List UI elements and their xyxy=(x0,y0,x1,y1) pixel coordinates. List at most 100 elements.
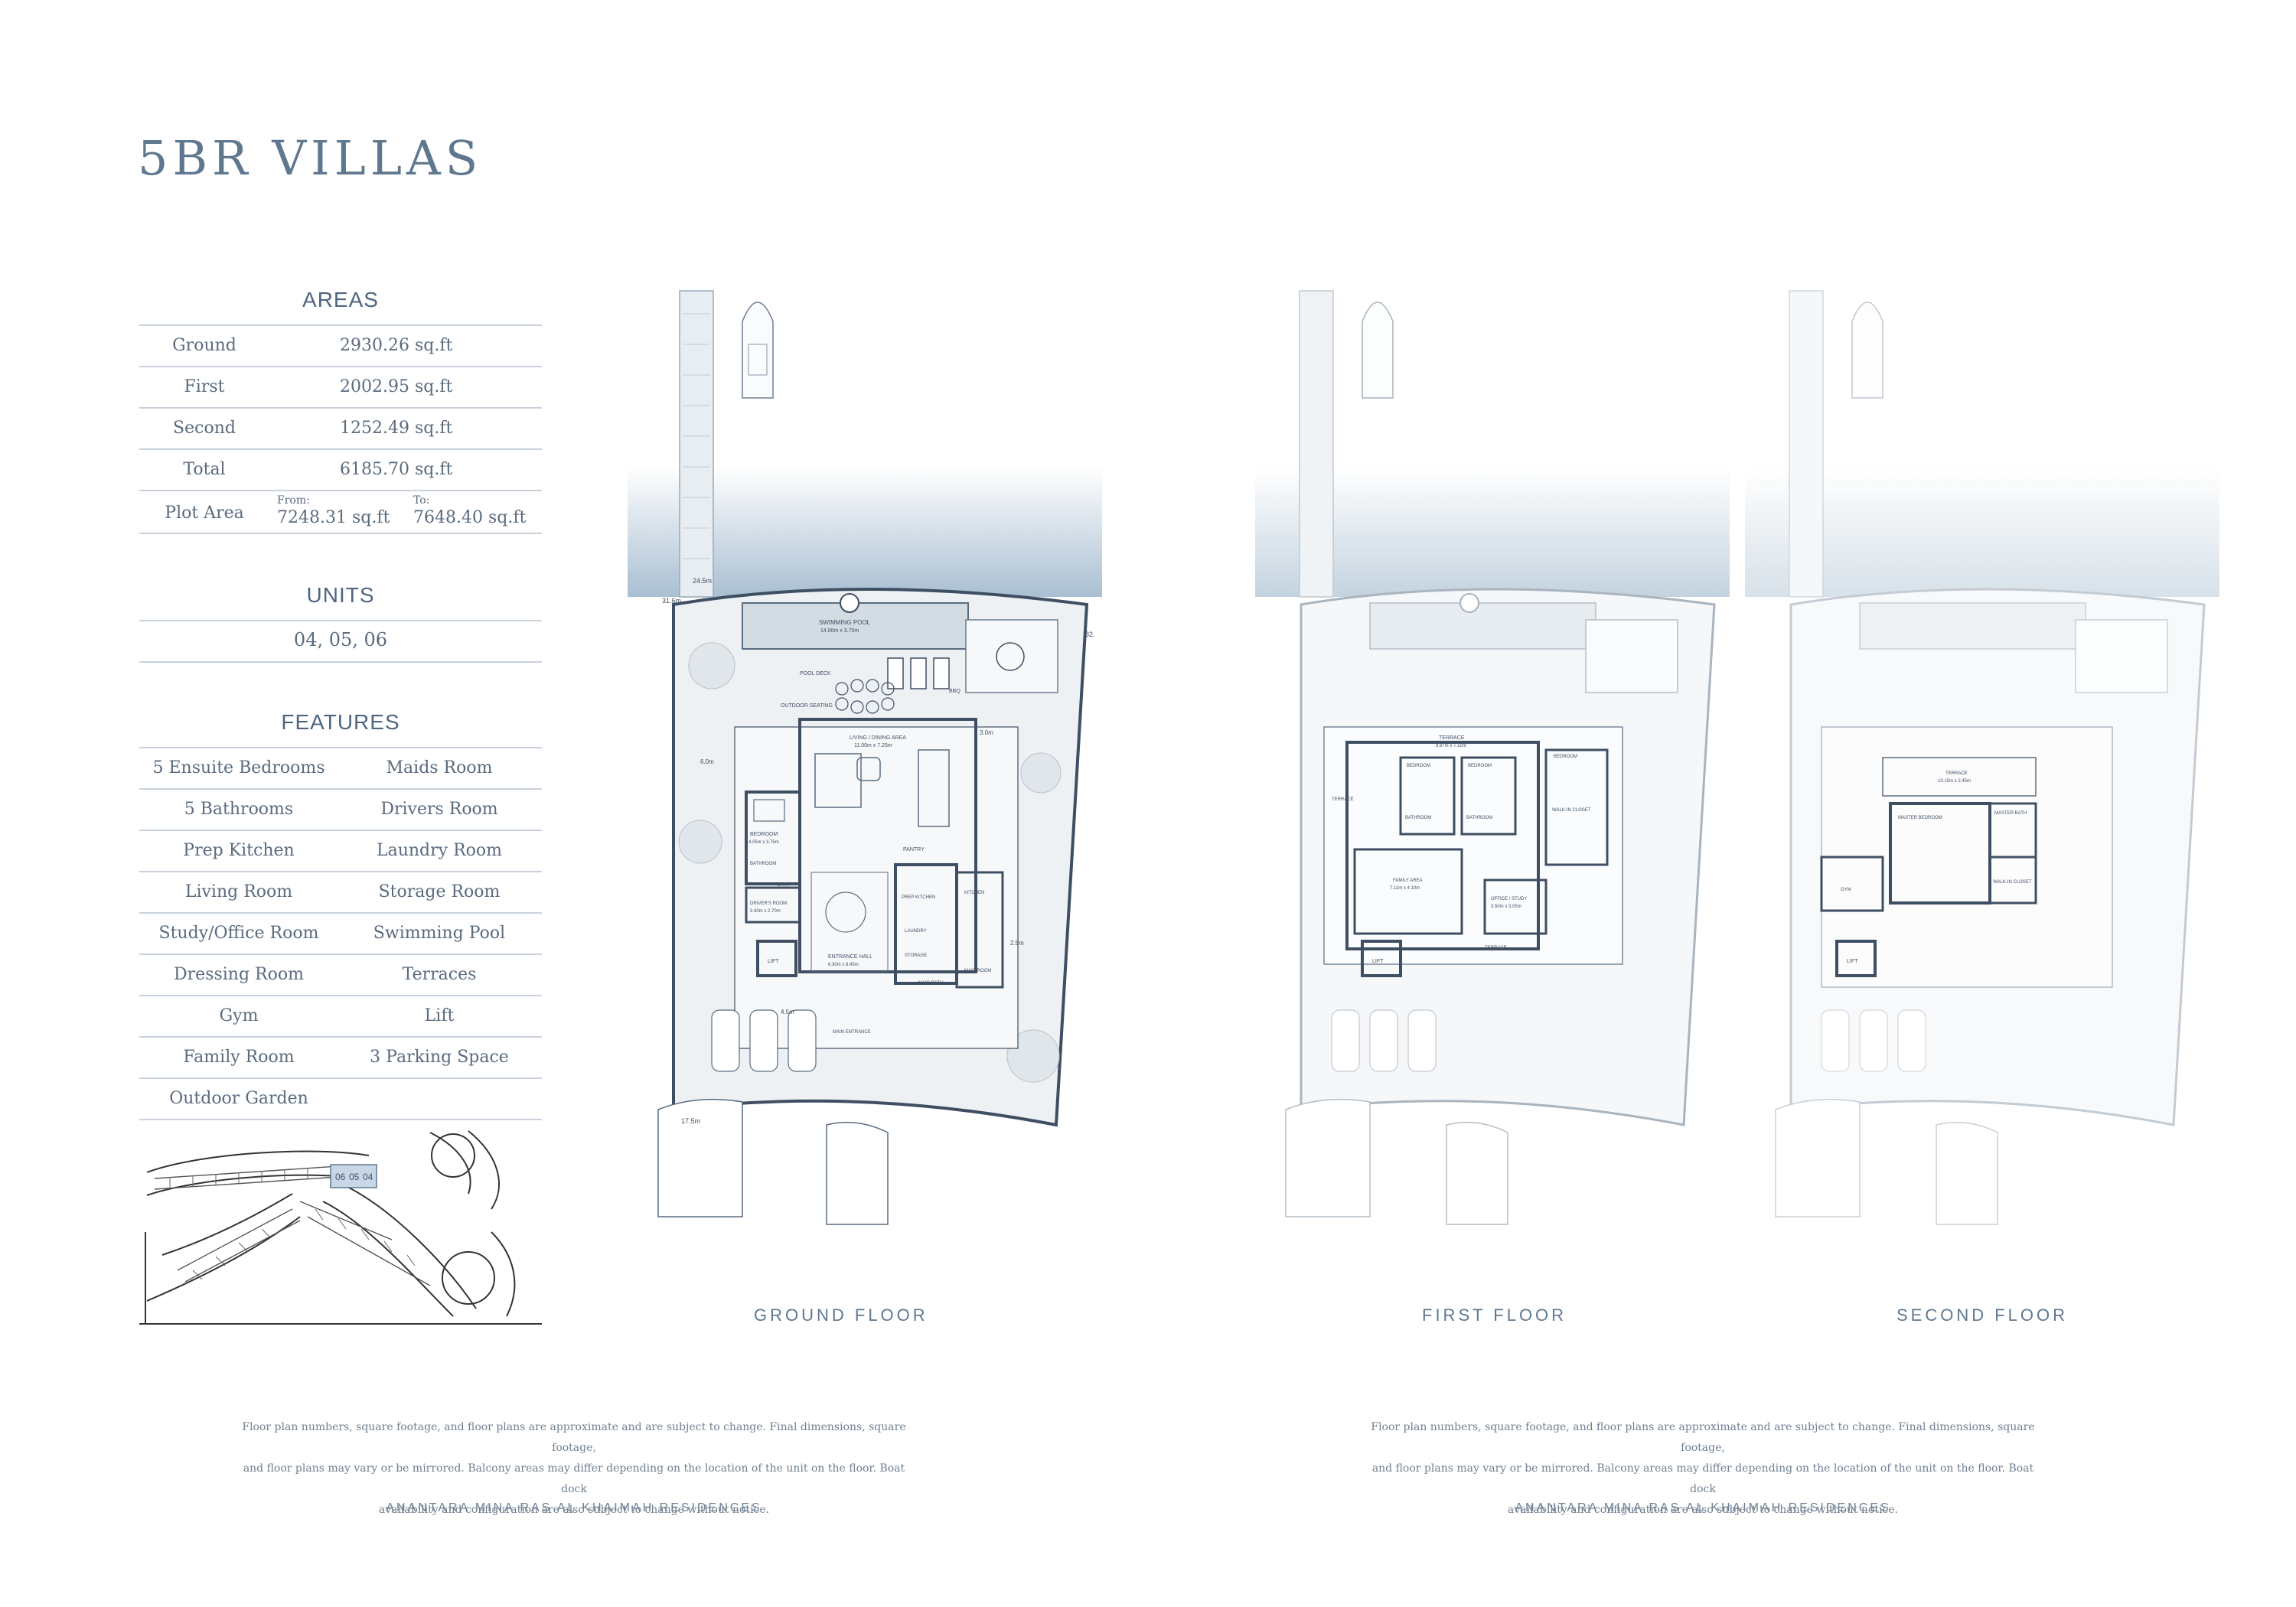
dimension-label: 6.0m xyxy=(700,758,714,765)
room-label: OUTDOOR SEATING xyxy=(781,703,833,709)
feature-item: Terraces xyxy=(402,965,477,984)
room-label: KITCHEN xyxy=(964,891,984,895)
room-label: MASTER BATH xyxy=(1994,811,2027,816)
feature-item: Gym xyxy=(219,1006,259,1025)
dimension-label: 3.0m xyxy=(980,729,993,736)
room-label: TERRACE xyxy=(1439,735,1465,741)
feature-item: Maids Room xyxy=(386,758,493,777)
plot-from-value: 7248.31 sq.ft xyxy=(277,508,390,527)
room-dim: 3.40m x 2.70m xyxy=(750,909,781,914)
room-dim: 10.15m x 2.45m xyxy=(1938,779,1971,784)
boat-icon xyxy=(742,302,774,399)
feature-row: Outdoor Garden xyxy=(139,1079,542,1120)
room-label: PANTRY xyxy=(903,847,925,852)
room-label: TERRACE xyxy=(1945,771,1968,776)
boat-icon xyxy=(1851,302,1883,399)
room-label: LIFT xyxy=(1847,959,1858,964)
boat-dock xyxy=(679,290,714,598)
area-label: Total xyxy=(183,460,226,479)
disclaimer-left: Floor plan numbers, square footage, and … xyxy=(230,1417,918,1521)
feature-item: Family Room xyxy=(183,1048,295,1067)
area-label: First xyxy=(184,377,225,396)
area-value: 6185.70 sq.ft xyxy=(340,460,453,479)
ground-floor-label: GROUND FLOOR xyxy=(754,1305,928,1325)
feature-item: Lift xyxy=(424,1006,455,1025)
keyplan-unit-label: 06 xyxy=(335,1172,346,1182)
disclaimer-line: availability and configuration are also … xyxy=(1507,1504,1899,1516)
feature-row: 5 Ensuite Bedrooms Maids Room xyxy=(139,748,542,790)
disclaimer-line: Floor plan numbers, square footage, and … xyxy=(1371,1421,2035,1454)
room-label: BEDROOM xyxy=(1554,755,1577,759)
room-label: DRIVER'S ROOM xyxy=(750,901,787,906)
disclaimer-line: Floor plan numbers, square footage, and … xyxy=(242,1421,906,1454)
keyplan-unit-label: 04 xyxy=(363,1172,373,1182)
plot-to-value: 7648.40 sq.ft xyxy=(413,508,527,527)
room-label: TERRACE xyxy=(1485,946,1507,950)
dimension-label: 32. xyxy=(1085,631,1095,638)
area-row-plot: Plot Area From: 7248.31 sq.ft To: 7648.4… xyxy=(139,491,542,534)
disclaimer-line: and floor plans may vary or be mirrored.… xyxy=(243,1462,905,1495)
room-label: LIVING / DINING AREA xyxy=(850,735,906,741)
room-dim: 4.05m x 3.75m xyxy=(748,840,779,845)
feature-item: Swimming Pool xyxy=(373,924,506,943)
ground-floor-plan: SWIMMING POOL 14.00m x 3.70m BBQ POOL DE… xyxy=(628,290,1102,1225)
keyplan-unit-label: 05 xyxy=(349,1172,360,1182)
dimension-label: 2.5m xyxy=(1010,940,1024,947)
boat-icon xyxy=(1362,302,1394,399)
disclaimer-right: Floor plan numbers, square footage, and … xyxy=(1358,1417,2047,1521)
room-label: TERRACE xyxy=(1332,797,1354,802)
areas-top-rule xyxy=(139,324,542,326)
room-label: BATH xyxy=(778,883,790,888)
area-row-second: Second 1252.49 sq.ft xyxy=(139,409,542,450)
feature-item: 3 Parking Space xyxy=(370,1048,509,1067)
units-value: 04, 05, 06 xyxy=(293,629,388,650)
room-label: ENTRANCE HALL xyxy=(828,954,872,960)
room-label: LIFT xyxy=(1372,959,1384,964)
disclaimer-line: availability and configuration are also … xyxy=(378,1504,770,1516)
feature-item: Outdoor Garden xyxy=(169,1089,308,1108)
key-plan-map: 06 05 04 xyxy=(139,1130,542,1325)
plot-label: Plot Area xyxy=(165,504,244,523)
feature-item: Storage Room xyxy=(378,882,501,901)
room-label: WALK-IN CLOSET xyxy=(1552,808,1591,813)
plot-from-label: From: xyxy=(277,494,310,507)
room-label: MAIN ENTRANCE xyxy=(833,1030,871,1035)
room-label: LAUNDRY xyxy=(905,929,927,934)
area-value: 2930.26 sq.ft xyxy=(340,336,453,355)
feature-row: Dressing Room Terraces xyxy=(139,955,542,996)
room-label: LIFT xyxy=(768,959,779,964)
dimension-label: 24.5m xyxy=(693,577,712,585)
second-floor-plan: TERRACE 10.15m x 2.45m MASTER BEDROOM MA… xyxy=(1745,290,2219,1225)
room-label: MAID BATH xyxy=(918,981,943,986)
room-dim: 7.11m x 4.10m xyxy=(1390,886,1420,891)
dimension-label: 4.5m xyxy=(781,1009,794,1015)
second-floor-label: SECOND FLOOR xyxy=(1896,1305,2069,1325)
room-label: MASTER BEDROOM xyxy=(1898,816,1942,820)
room-label: BBQ xyxy=(949,689,960,694)
room-label: OFFICE / STUDY xyxy=(1491,897,1527,901)
highlighted-units xyxy=(330,1164,377,1188)
feature-item: Study/Office Room xyxy=(158,924,319,943)
room-label: FAMILY AREA xyxy=(1393,878,1422,883)
area-value: 2002.95 sq.ft xyxy=(340,377,453,396)
features-top-rule xyxy=(139,747,542,748)
room-label: PREP KITCHEN xyxy=(902,895,935,900)
room-label: BATHROOM xyxy=(750,862,776,866)
feature-item: 5 Ensuite Bedrooms xyxy=(152,758,325,777)
dimension-label: 31.6m xyxy=(662,597,681,605)
room-label: MAID ROOM xyxy=(964,969,991,973)
area-label: Ground xyxy=(172,336,236,355)
area-label: Second xyxy=(173,419,236,438)
room-label: BEDROOM xyxy=(750,832,778,837)
feature-row: Gym Lift xyxy=(139,996,542,1038)
room-label: BEDROOM xyxy=(1407,764,1430,768)
feature-item: Dressing Room xyxy=(174,965,304,984)
feature-item: Drivers Room xyxy=(380,800,498,819)
page-title: 5BR VILLAS xyxy=(138,130,483,186)
room-dim: 14.00m x 3.70m xyxy=(820,628,859,634)
room-label: BATHROOM xyxy=(1405,816,1431,820)
area-row-ground: Ground 2930.26 sq.ft xyxy=(139,326,542,367)
plot-to-label: To: xyxy=(413,494,430,507)
feature-item: Living Room xyxy=(184,882,293,901)
